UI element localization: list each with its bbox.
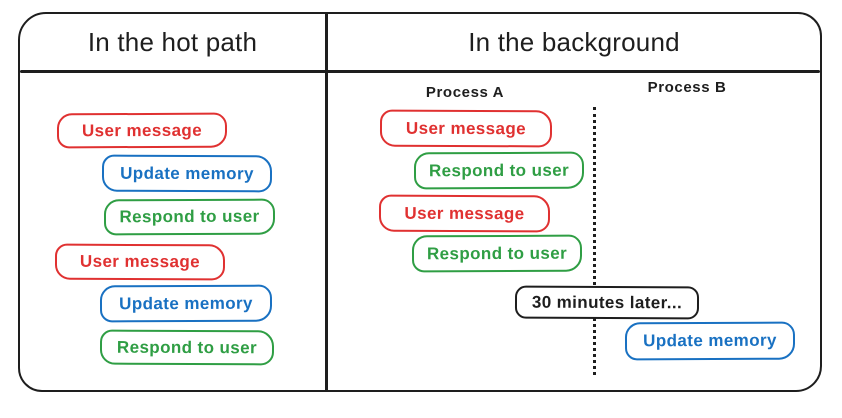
background-panel-title: In the background xyxy=(468,26,680,57)
diagram-frame: In the hot path In the background User m… xyxy=(18,12,822,392)
process-b-label: Process B xyxy=(647,79,727,96)
header-divider-line xyxy=(20,70,820,73)
hot-path-box-update-memory-1: Update memory xyxy=(101,154,273,193)
hot-path-box-respond-to-user-2: Respond to user xyxy=(99,329,275,366)
hot-path-box-update-memory-2: Update memory xyxy=(99,284,273,323)
background-box-respond-to-user-2: Respond to user xyxy=(411,234,583,273)
background-box-respond-to-user-1: Respond to user xyxy=(413,151,585,190)
background-box-update-memory: Update memory xyxy=(624,321,796,361)
hot-path-box-respond-to-user-1: Respond to user xyxy=(103,198,276,236)
process-a-label: Process A xyxy=(425,84,505,101)
background-box-user-message-1: User message xyxy=(379,109,553,148)
hot-path-box-user-message-2: User message xyxy=(54,243,226,281)
hot-path-box-user-message-1: User message xyxy=(56,112,228,149)
panel-divider-line xyxy=(325,13,328,391)
hot-path-panel-title: In the hot path xyxy=(87,26,258,57)
interlude-box-30-minutes-later: 30 minutes later... xyxy=(514,285,700,320)
process-divider-dotted-line xyxy=(593,107,596,375)
background-box-user-message-2: User message xyxy=(378,194,551,233)
